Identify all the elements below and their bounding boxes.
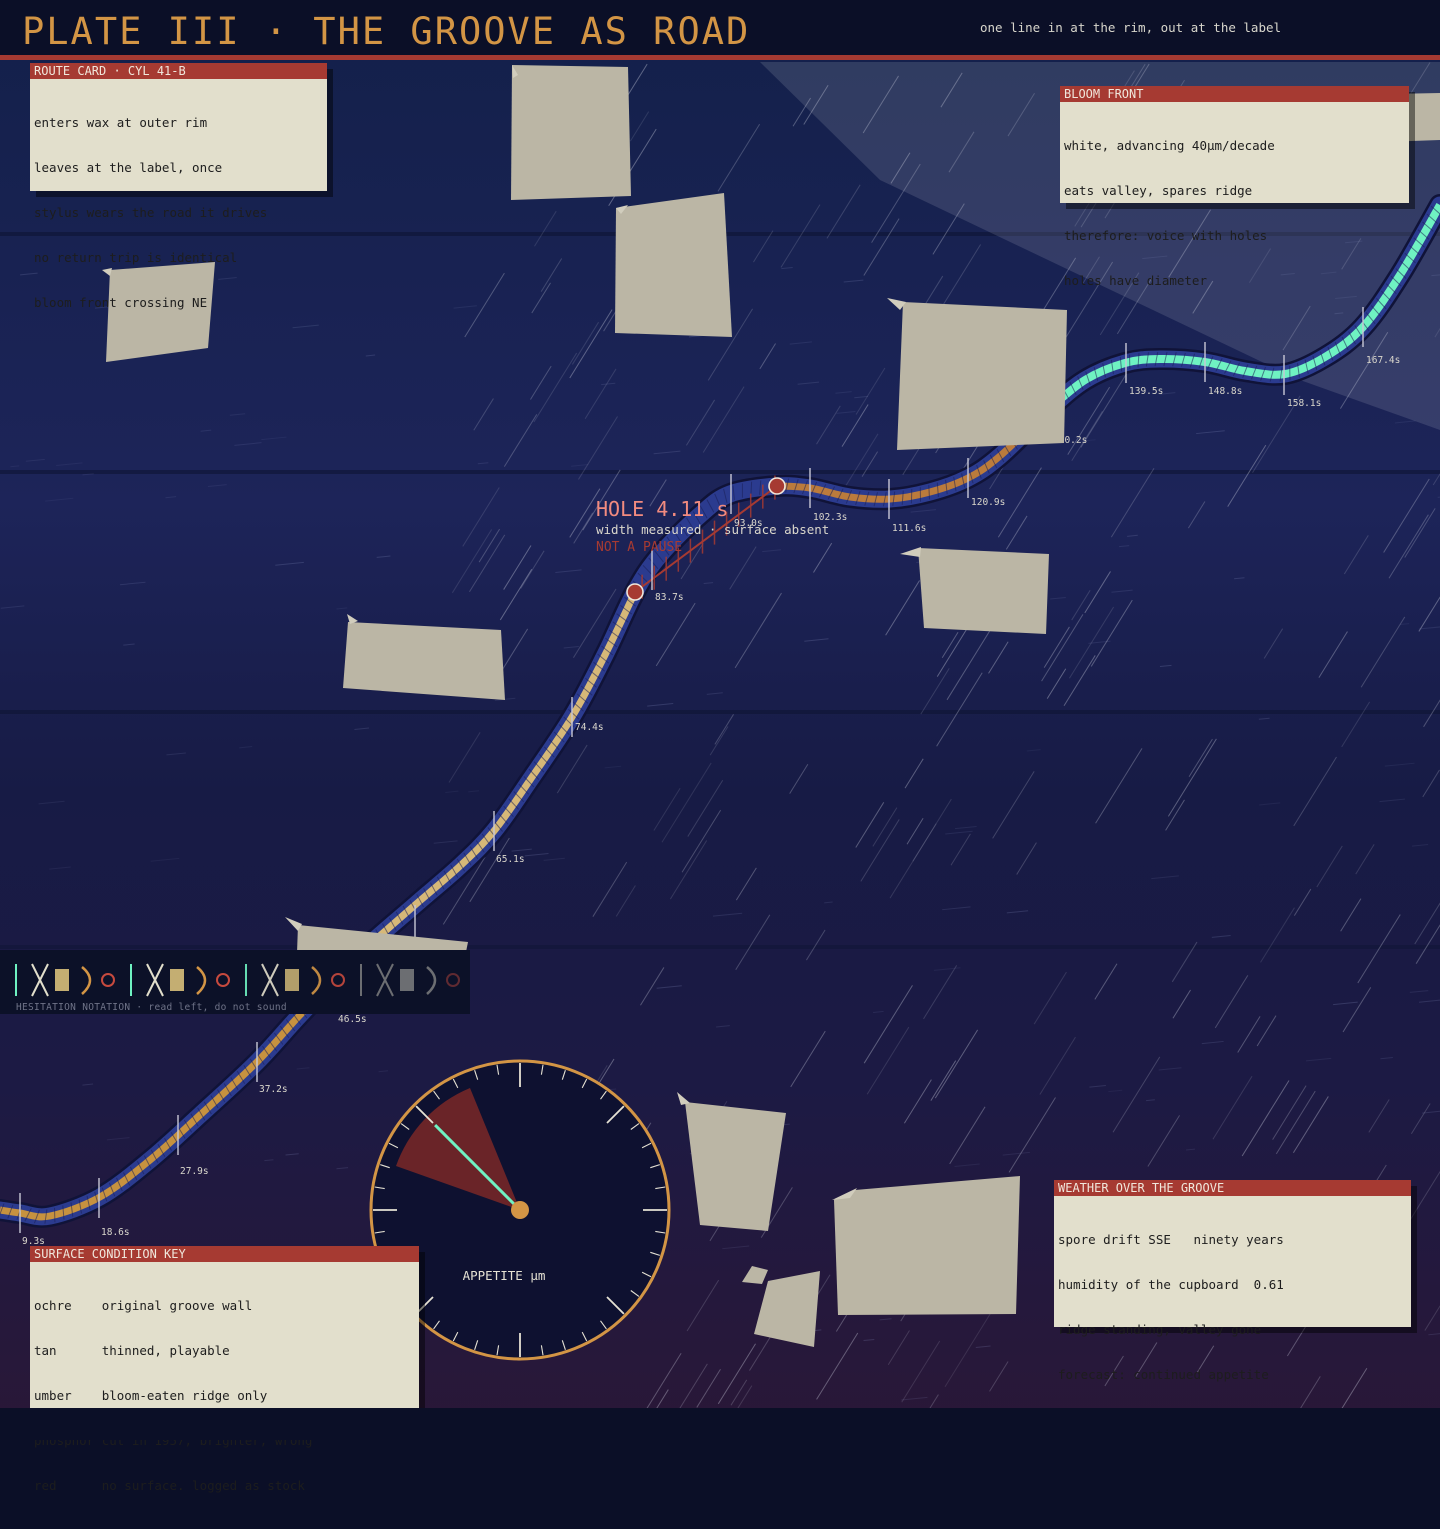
route-card-line: no return trip is identical bbox=[34, 250, 323, 265]
bloom-patch bbox=[343, 622, 505, 700]
bloom-front-line: therefore: voice with holes bbox=[1064, 228, 1405, 243]
ring-glyph bbox=[332, 974, 344, 986]
hesitation-glyphs bbox=[0, 950, 470, 1002]
arc-glyph bbox=[197, 967, 205, 994]
hesitation-group bbox=[246, 964, 344, 996]
block-glyph bbox=[170, 969, 184, 991]
hesitation-strip: HESITATION NOTATION · read left, do not … bbox=[0, 950, 470, 1014]
bloom-front-line: white, advancing 40µm/decade bbox=[1064, 138, 1405, 153]
hesitation-caption: HESITATION NOTATION · read left, do not … bbox=[16, 1002, 287, 1013]
hole-detail: width measured · surface absent bbox=[596, 522, 829, 537]
surface-key-line: umber bloom-eaten ridge only bbox=[34, 1388, 415, 1403]
route-card-line: enters wax at outer rim bbox=[34, 115, 323, 130]
timestamp-label: 65.1s bbox=[496, 854, 525, 865]
bloom-patch bbox=[615, 193, 732, 337]
bloom-front-card: BLOOM FRONT white, advancing 40µm/decade… bbox=[1060, 86, 1409, 203]
surface-key-line: tan thinned, playable bbox=[34, 1343, 415, 1358]
timestamp-label: 27.9s bbox=[180, 1166, 209, 1177]
hole-label: HOLE 4.11 s bbox=[596, 497, 728, 521]
hesitation-group-faded bbox=[361, 964, 459, 996]
timestamp-label: 148.8s bbox=[1208, 386, 1242, 397]
timestamp-label: 74.4s bbox=[575, 722, 604, 733]
hole-note: NOT A PAUSE bbox=[596, 540, 682, 555]
route-card-line: leaves at the label, once bbox=[34, 160, 323, 175]
dial-hub bbox=[511, 1201, 529, 1219]
cross-glyph bbox=[377, 964, 393, 996]
bloom-front-card-body: white, advancing 40µm/decade eats valley… bbox=[1060, 102, 1409, 324]
plate-header: PLATE III · THE GROOVE AS ROAD one line … bbox=[0, 0, 1440, 60]
route-card: ROUTE CARD · CYL 41-B enters wax at oute… bbox=[30, 63, 327, 191]
block-glyph bbox=[55, 969, 69, 991]
weather-line: forecast: continued appetite bbox=[1058, 1367, 1407, 1382]
weather-card-body: spore drift SSE ninety years humidity of… bbox=[1054, 1196, 1411, 1418]
cross-glyph bbox=[262, 964, 278, 996]
timestamp-label: 83.7s bbox=[655, 592, 684, 603]
footer-band bbox=[0, 1408, 1440, 1440]
weather-card-title: WEATHER OVER THE GROOVE bbox=[1054, 1180, 1411, 1196]
surface-key-card: SURFACE CONDITION KEY ochre original gro… bbox=[30, 1246, 419, 1408]
bloom-patch bbox=[918, 548, 1049, 634]
block-glyph bbox=[285, 969, 299, 991]
timestamp-label: 18.6s bbox=[101, 1227, 130, 1238]
cross-glyph bbox=[147, 964, 163, 996]
dial-label: APPETITE µm bbox=[463, 1268, 546, 1283]
hesitation-group bbox=[131, 964, 229, 996]
ring-glyph bbox=[102, 974, 114, 986]
surface-key-body: ochre original groove wall tan thinned, … bbox=[30, 1262, 419, 1529]
timestamp-label: 111.6s bbox=[892, 523, 926, 534]
surface-key-line: red no surface. logged as stock bbox=[34, 1478, 415, 1493]
hole-end-marker bbox=[769, 478, 785, 494]
cross-glyph bbox=[32, 964, 48, 996]
bloom-front-card-title: BLOOM FRONT bbox=[1060, 86, 1409, 102]
hesitation-group bbox=[16, 964, 114, 996]
route-card-title: ROUTE CARD · CYL 41-B bbox=[30, 63, 327, 79]
bloom-patch bbox=[897, 302, 1067, 450]
surface-key-title: SURFACE CONDITION KEY bbox=[30, 1246, 419, 1262]
route-card-body: enters wax at outer rim leaves at the la… bbox=[30, 79, 327, 346]
timestamp-label: 167.4s bbox=[1366, 355, 1400, 366]
timestamp-label: 120.9s bbox=[971, 497, 1005, 508]
arc-glyph bbox=[312, 967, 320, 994]
weather-card: WEATHER OVER THE GROOVE spore drift SSE … bbox=[1054, 1180, 1411, 1327]
plate-subtitle: one line in at the rim, out at the label bbox=[980, 20, 1281, 35]
timestamp-label: 46.5s bbox=[338, 1014, 367, 1025]
arc-glyph bbox=[427, 967, 435, 994]
arc-glyph bbox=[82, 967, 90, 994]
bloom-front-line: holes have diameter bbox=[1064, 273, 1405, 288]
block-glyph bbox=[400, 969, 414, 991]
weather-line: humidity of the cupboard 0.61 bbox=[1058, 1277, 1407, 1292]
bloom-front-line: eats valley, spares ridge bbox=[1064, 183, 1405, 198]
plate-title: PLATE III · THE GROOVE AS ROAD bbox=[22, 10, 750, 53]
weather-line: spore drift SSE ninety years bbox=[1058, 1232, 1407, 1247]
bloom-patch bbox=[834, 1176, 1020, 1315]
timestamp-label: 139.5s bbox=[1129, 386, 1163, 397]
ring-glyph bbox=[217, 974, 229, 986]
surface-key-line: ochre original groove wall bbox=[34, 1298, 415, 1313]
bloom-patch bbox=[511, 65, 631, 200]
hole-start-marker bbox=[627, 584, 643, 600]
bloom-patch bbox=[685, 1102, 786, 1231]
timestamp-label: 158.1s bbox=[1287, 398, 1321, 409]
route-card-line: stylus wears the road it drives bbox=[34, 205, 323, 220]
timestamp-label: 37.2s bbox=[259, 1084, 288, 1095]
weather-line: ridge standing, valley gone bbox=[1058, 1322, 1407, 1337]
ring-glyph bbox=[447, 974, 459, 986]
route-card-line: bloom front crossing NE bbox=[34, 295, 323, 310]
